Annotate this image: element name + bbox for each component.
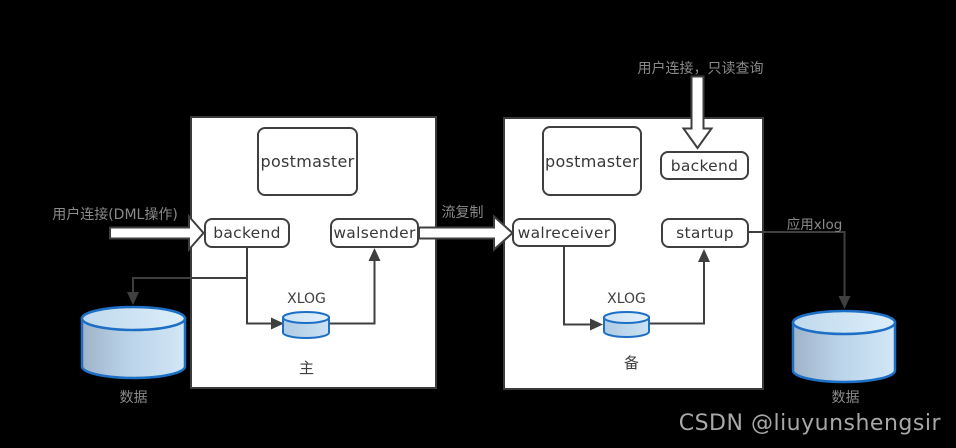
arrowhead-into-startup xyxy=(698,249,710,262)
database-cylinder-primary-icon xyxy=(80,305,187,380)
node-walreceiver: walreceiver xyxy=(512,218,616,247)
line-xlog-to-startup xyxy=(649,262,705,325)
annotation-user-dml: 用户连接(DML操作) xyxy=(52,207,178,223)
node-backend-standby: backend xyxy=(660,151,749,180)
arrowhead-into-database-primary xyxy=(127,292,139,305)
line-backend-to-database-primary xyxy=(132,277,247,292)
arrowhead-into-xlog-primary xyxy=(271,317,284,330)
connector-lines xyxy=(132,231,846,326)
database-cylinder-standby-icon xyxy=(791,309,897,384)
node-postmaster-standby: postmaster xyxy=(542,126,642,196)
arrowhead-into-xlog-standby xyxy=(590,318,603,331)
xlog-label-primary: XLOG xyxy=(287,291,326,307)
xlog-cylinder-primary-icon xyxy=(282,311,330,339)
node-backend-primary: backend xyxy=(204,218,290,248)
xlog-cylinder-standby-icon xyxy=(603,311,650,338)
region-label-primary: 主 xyxy=(298,359,314,377)
node-postmaster-primary: postmaster xyxy=(257,127,358,196)
line-startup-to-database-standby xyxy=(749,231,846,296)
arrowhead-into-walsender xyxy=(368,248,381,261)
node-walsender: walsender xyxy=(330,218,419,248)
block-arrow-user-readonly-icon xyxy=(681,75,714,150)
database-cylinders xyxy=(80,305,897,384)
annotation-user-readonly: 用户连接，只读查询 xyxy=(637,61,764,77)
block-arrow-user-dml-icon xyxy=(109,213,205,253)
database-label-standby: 数据 xyxy=(831,390,860,406)
line-walreceiver-to-xlog xyxy=(563,247,590,326)
csdn-watermark: CSDN @liuyunshengsir xyxy=(678,411,941,436)
annotation-stream-replication: 流复制 xyxy=(441,205,484,221)
block-arrow-stream-replication-icon xyxy=(418,214,515,252)
block-arrows xyxy=(109,75,714,253)
line-backend-to-xlog-primary xyxy=(246,247,271,325)
region-label-standby: 备 xyxy=(623,354,639,372)
annotation-apply-xlog: 应用xlog xyxy=(786,217,843,233)
arrowhead-into-database-standby xyxy=(838,296,851,309)
xlog-label-standby: XLOG xyxy=(607,291,646,307)
line-xlog-to-walsender xyxy=(329,261,376,325)
database-label-primary: 数据 xyxy=(119,390,148,406)
arrowheads xyxy=(127,248,851,331)
node-startup: startup xyxy=(661,218,749,248)
